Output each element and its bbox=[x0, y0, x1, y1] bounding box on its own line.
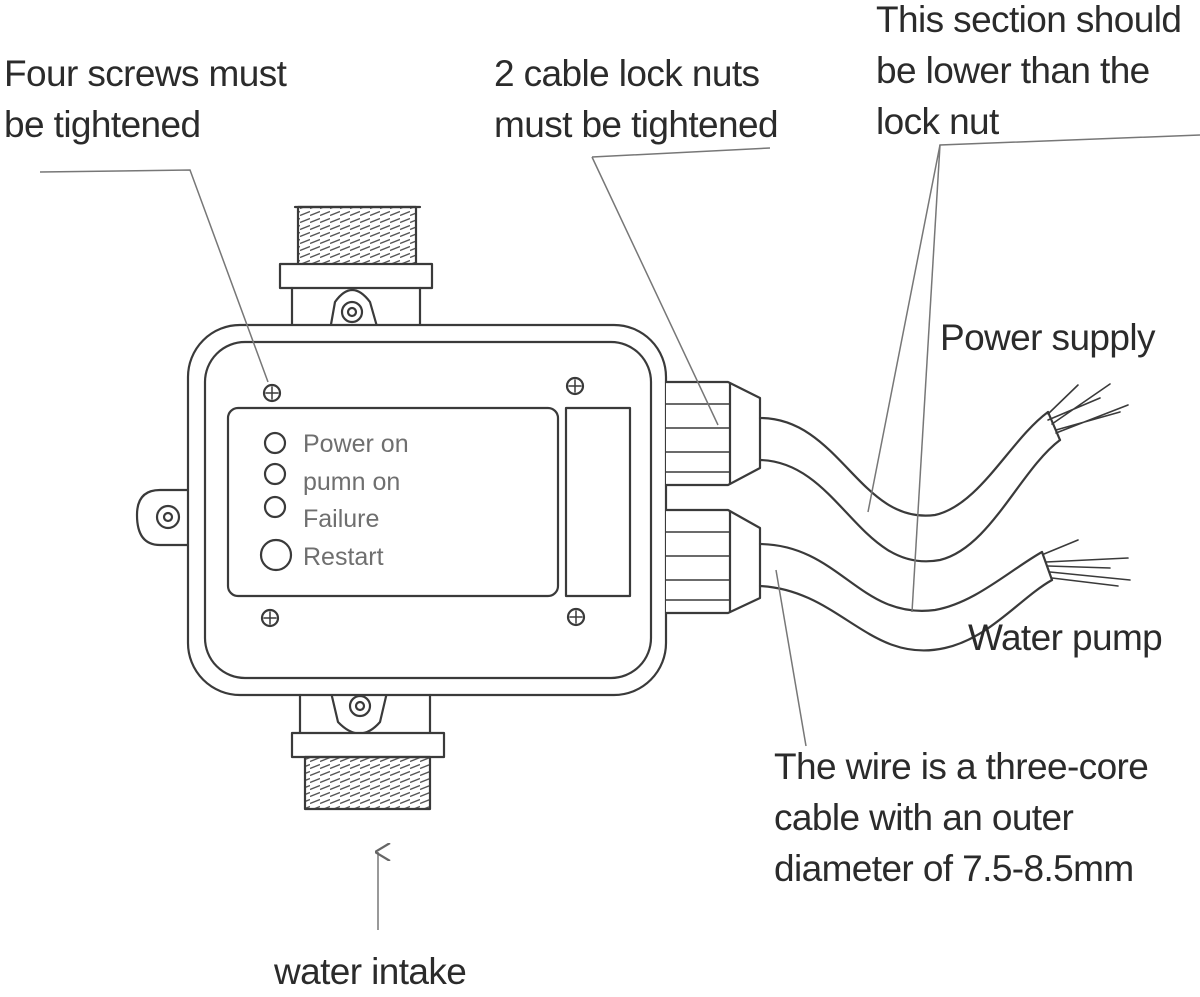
panel-label-power-on: Power on bbox=[303, 430, 409, 458]
callout-wire-line-3: diameter of 7.5-8.5mm bbox=[774, 848, 1134, 889]
callout-section-line-3: lock nut bbox=[876, 101, 999, 142]
panel-label-pump-on: pumn on bbox=[303, 468, 400, 496]
top-thread-fitting bbox=[278, 205, 434, 332]
leader-screws bbox=[39, 169, 269, 383]
housing-screws bbox=[260, 376, 586, 628]
callout-lock-nuts: 2 cable lock nuts must be tightened bbox=[494, 48, 779, 150]
screw-top-right bbox=[565, 376, 585, 396]
callout-wire: The wire is a three-core cable with an o… bbox=[774, 741, 1149, 894]
callout-wire-line-1: The wire is a three-core bbox=[774, 746, 1149, 787]
cable-gland-lower bbox=[664, 508, 762, 615]
callout-screws-line-1: Four screws must bbox=[4, 53, 287, 94]
callout-screws: Four screws must be tightened bbox=[4, 48, 287, 150]
power-supply-cable bbox=[758, 383, 1129, 563]
top-bolt-tab bbox=[328, 288, 380, 332]
callout-wire-line-2: cable with an outer bbox=[774, 797, 1074, 838]
panel-label-failure: Failure bbox=[303, 505, 379, 533]
cable-gland-upper bbox=[664, 380, 762, 487]
callout-power-supply: Power supply bbox=[940, 312, 1156, 363]
restart-button bbox=[259, 538, 293, 572]
led-failure bbox=[263, 495, 287, 519]
callout-lock-nuts-line-2: must be tightened bbox=[494, 104, 779, 145]
callout-lock-nuts-line-1: 2 cable lock nuts bbox=[494, 53, 760, 94]
left-mounting-lug bbox=[135, 488, 194, 547]
callout-water-intake-text: water intake bbox=[274, 951, 467, 992]
water-pump-cable bbox=[758, 539, 1131, 652]
screw-bottom-right bbox=[566, 607, 586, 627]
leader-wire bbox=[775, 569, 807, 747]
leader-lines bbox=[39, 134, 1200, 930]
screw-bottom-left bbox=[260, 608, 280, 628]
bottom-thread-fitting bbox=[290, 693, 446, 811]
led-power-on bbox=[263, 431, 287, 455]
callout-power-supply-text: Power supply bbox=[940, 317, 1156, 358]
callout-section-line-2: be lower than the bbox=[876, 50, 1150, 91]
leader-section-2 bbox=[911, 144, 941, 613]
callout-section-line-1: This section should bbox=[876, 0, 1182, 40]
callout-water-pump: Water pump bbox=[968, 612, 1163, 663]
callout-section: This section should be lower than the lo… bbox=[876, 0, 1182, 147]
screw-top-left bbox=[262, 383, 282, 403]
callout-screws-line-2: be tightened bbox=[4, 104, 201, 145]
controller-housing bbox=[186, 323, 668, 697]
callout-water-pump-text: Water pump bbox=[968, 617, 1163, 658]
callout-water-intake: water intake bbox=[274, 946, 467, 997]
leader-lock-nuts bbox=[591, 147, 771, 426]
panel-label-restart: Restart bbox=[303, 543, 384, 571]
led-pump-on bbox=[263, 462, 287, 486]
